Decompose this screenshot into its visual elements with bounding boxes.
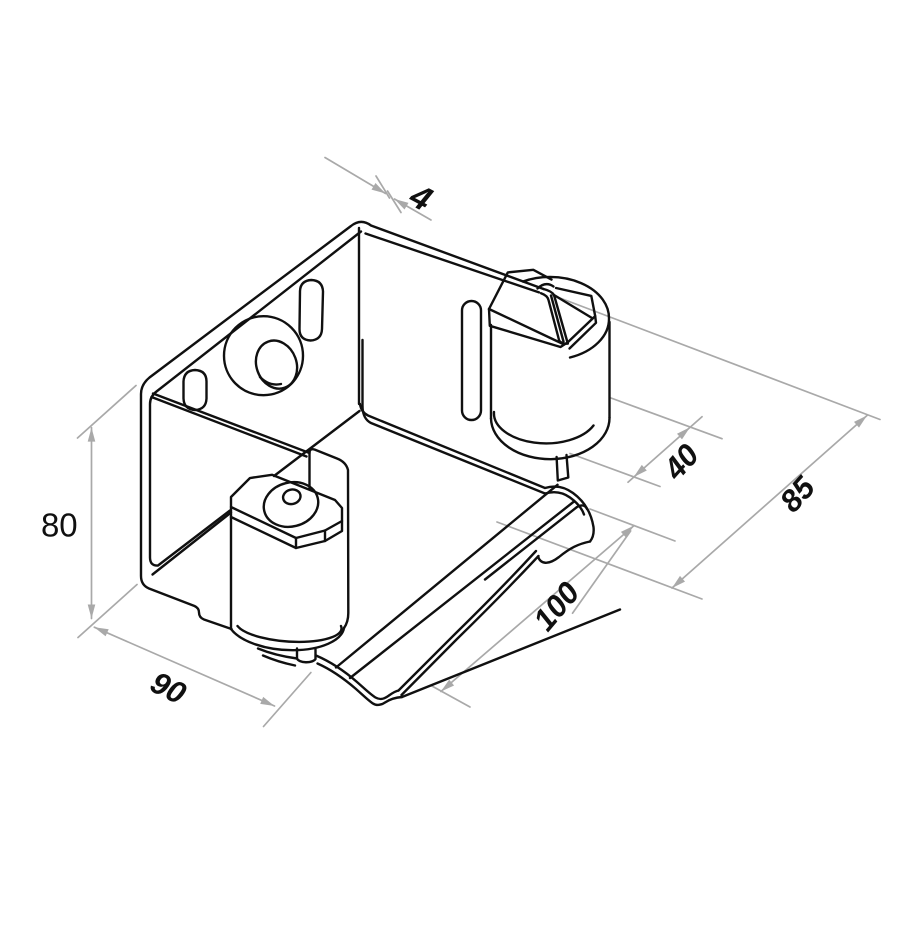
svg-text:4: 4 <box>403 176 438 219</box>
svg-text:90: 90 <box>145 665 192 712</box>
svg-text:80: 80 <box>41 507 78 544</box>
svg-text:100: 100 <box>526 575 586 637</box>
svg-text:40: 40 <box>656 437 706 487</box>
svg-text:85: 85 <box>773 469 823 519</box>
